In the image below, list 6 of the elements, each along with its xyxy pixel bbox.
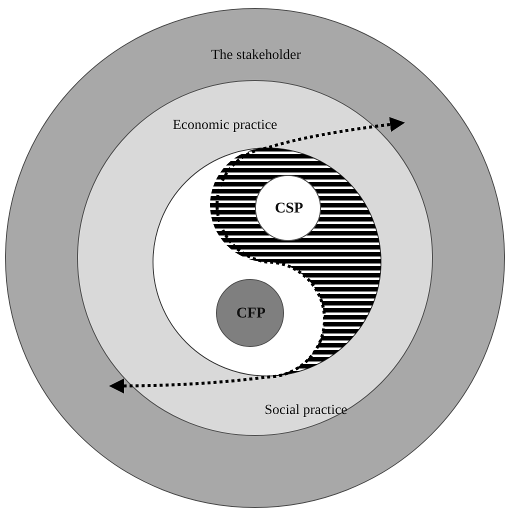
yin-yang-circle — [152, 147, 382, 377]
circle-label: CSP — [274, 200, 304, 218]
ring-label: Economic practice — [172, 118, 278, 134]
ring-label: The stakeholder — [211, 48, 301, 64]
circle-label: CFP — [236, 306, 266, 322]
ring-label: Social practice — [264, 403, 348, 419]
